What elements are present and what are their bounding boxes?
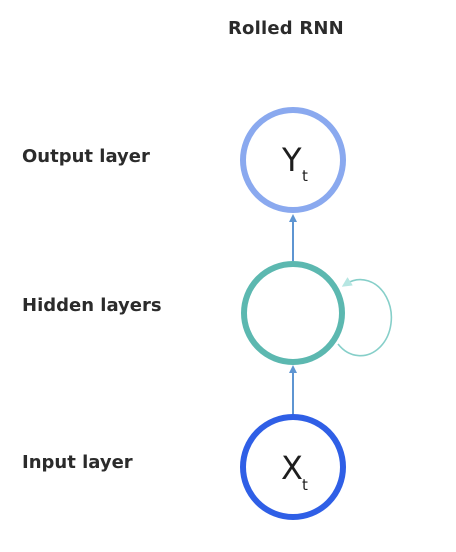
diagram-title: Rolled RNN xyxy=(228,18,344,39)
input-node xyxy=(240,414,346,520)
output-node-subscript: t xyxy=(302,167,308,185)
hidden-node xyxy=(241,261,345,365)
output-node-symbol: Y xyxy=(281,141,302,179)
input-node-subscript: t xyxy=(302,476,308,494)
hidden-layers-label: Hidden layers xyxy=(22,295,162,316)
recurrent-loop-arrow xyxy=(337,277,393,357)
output-node xyxy=(240,107,346,213)
input-node-symbol: X xyxy=(281,449,303,487)
output-layer-label: Output layer xyxy=(22,146,150,167)
input-layer-label: Input layer xyxy=(22,452,133,473)
